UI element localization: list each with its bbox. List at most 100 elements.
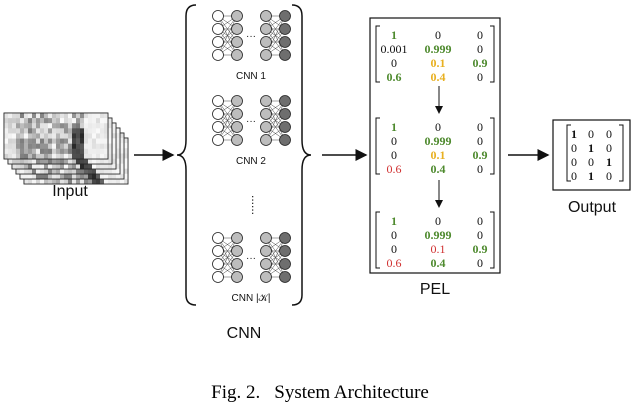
input-pixel: [100, 128, 105, 134]
input-pixel: [36, 123, 41, 129]
matrix-cell: 0.6: [387, 162, 402, 176]
input-pixel: [76, 173, 81, 180]
input-pixel: [108, 148, 113, 154]
input-pixel: [104, 138, 109, 144]
input-pixel: [104, 178, 109, 185]
cnn-node: [212, 245, 224, 257]
input-pixel: [64, 123, 69, 129]
input-image-border: [3, 112, 109, 160]
input-pixel: [32, 148, 37, 155]
input-pixel: [108, 163, 113, 170]
input-pixel: [84, 178, 89, 185]
input-pixel: [88, 143, 93, 149]
input-pixel: [44, 153, 49, 160]
input-pixel: [20, 158, 25, 165]
input-pixel: [104, 113, 109, 119]
input-pixel: [116, 138, 121, 144]
input-pixel: [104, 153, 109, 160]
matrix-right-bracket: [490, 117, 495, 175]
input-pixel: [104, 133, 109, 139]
input-pixel: [32, 163, 37, 170]
matrix-cell: 0: [606, 127, 612, 141]
input-pixel: [36, 143, 41, 149]
input-pixel: [88, 133, 93, 139]
input-pixel: [92, 118, 97, 124]
input-pixel: [100, 163, 105, 170]
input-pixel: [108, 173, 113, 180]
cnn-block: ···CNN 2: [212, 95, 291, 167]
input-pixel: [96, 143, 101, 149]
input-pixel: [12, 153, 17, 160]
input-pixel: [80, 158, 85, 165]
input-pixel: [100, 178, 105, 185]
input-pixel: [100, 148, 105, 155]
input-pixel: [28, 173, 33, 180]
input-pixel: [28, 163, 33, 170]
input-pixel: [4, 143, 9, 149]
input-pixel: [56, 153, 61, 160]
input-pixel: [112, 153, 117, 159]
matrix-cell: 0.9: [473, 148, 488, 162]
matrix-cell: 0: [477, 134, 483, 148]
input-pixel: [84, 138, 89, 144]
input-pixel: [68, 178, 73, 185]
input-pixel: [52, 158, 57, 165]
input-pixel: [4, 123, 9, 129]
input-pixel: [32, 153, 37, 160]
cnn-node: [212, 95, 224, 107]
input-pixel: [40, 148, 45, 155]
input-pixel: [56, 163, 61, 170]
input-pixel: [68, 163, 73, 170]
input-pixel: [68, 138, 73, 144]
input-pixel: [88, 153, 93, 160]
cnn-node: [212, 108, 224, 120]
input-pixel: [96, 118, 101, 124]
input-pixel: [48, 123, 53, 129]
input-pixel: [32, 168, 37, 175]
matrix-cell: 0: [571, 155, 577, 169]
input-pixel: [16, 138, 21, 144]
input-pixel: [112, 158, 117, 165]
input-pixel: [88, 123, 93, 129]
input-pixel: [92, 128, 97, 134]
input-pixel: [84, 133, 89, 139]
cnn-node: [260, 134, 272, 146]
input-pixel: [92, 153, 97, 160]
input-pixel: [32, 138, 37, 144]
matrix-left-bracket: [375, 117, 380, 175]
matrix-cell: 0: [435, 214, 441, 228]
input-pixel: [96, 178, 101, 185]
input-pixel: [36, 118, 41, 124]
input-pixel: [116, 163, 121, 170]
cnn-block: ···CNN |𝒦|: [212, 232, 291, 304]
input-pixel: [100, 173, 105, 180]
matrix-cell: 0: [391, 56, 397, 70]
input-pixel: [84, 113, 89, 119]
input-pixel: [96, 163, 101, 170]
input-pixel: [36, 168, 41, 175]
input-pixel: [68, 133, 73, 139]
cnn-node: [231, 49, 243, 61]
input-pixel: [116, 133, 121, 139]
input-pixel: [116, 143, 121, 149]
input-pixel: [76, 148, 81, 155]
input-pixel: [108, 128, 113, 134]
input-pixel: [44, 148, 49, 155]
cnn-connection: [217, 100, 238, 141]
input-pixel: [56, 158, 61, 165]
input-pixel: [16, 128, 21, 134]
input-pixel: [28, 138, 33, 144]
input-pixel: [8, 133, 13, 139]
input-pixel: [20, 173, 25, 180]
input-pixel: [44, 123, 49, 129]
input-pixel: [80, 143, 85, 149]
input-pixel: [108, 133, 113, 139]
matrix-cell: 1: [391, 28, 397, 42]
input-pixel: [48, 148, 53, 155]
input-pixel: [28, 168, 33, 175]
input-pixel: [80, 138, 85, 144]
input-pixel: [56, 138, 61, 144]
input-pixel: [88, 128, 93, 134]
